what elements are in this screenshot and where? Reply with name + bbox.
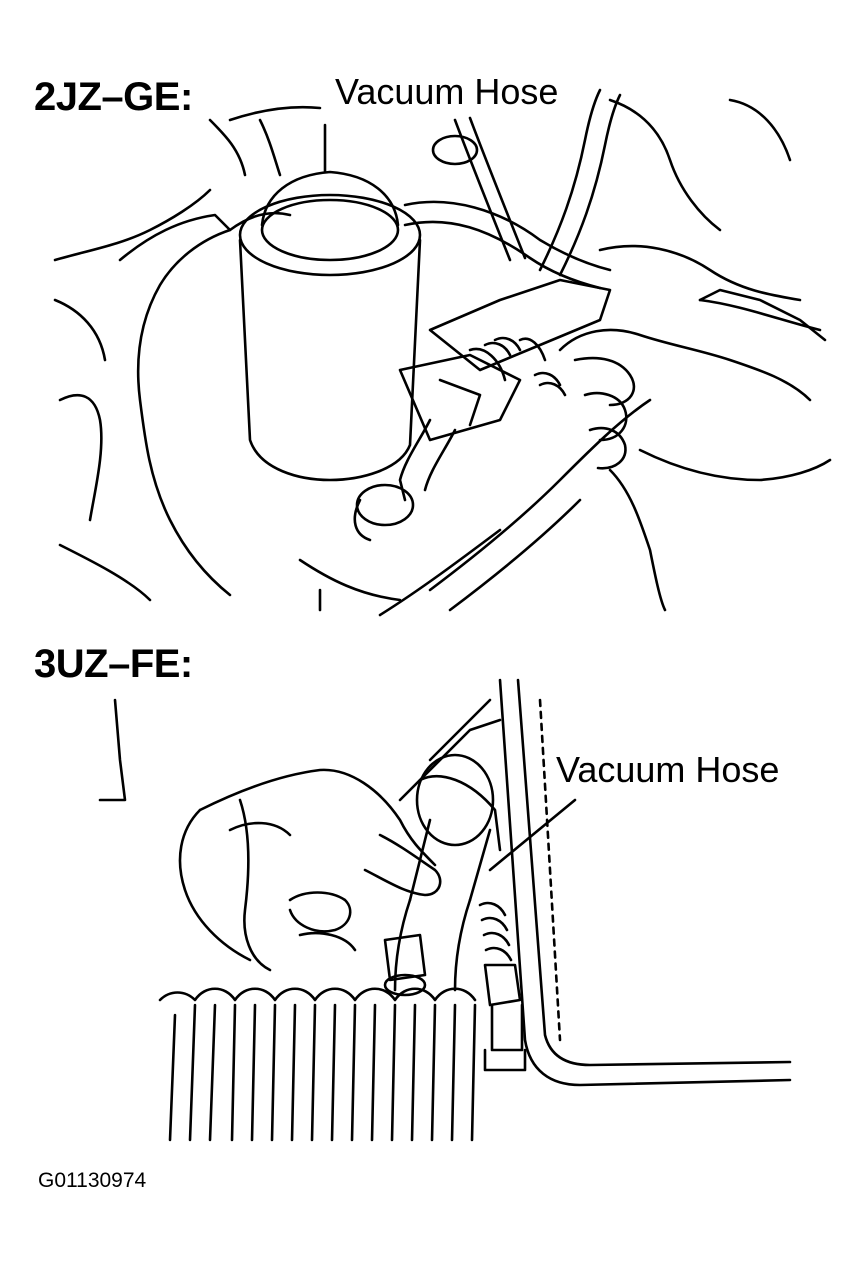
panel-heading: 3UZ–FE:: [34, 642, 193, 686]
panel-heading: 2JZ–GE:: [34, 75, 193, 119]
figure-code: G01130974: [38, 1169, 147, 1192]
vacuum-hose-callout: Vacuum Hose: [556, 749, 780, 790]
illustration-2jz-ge: [53, 88, 832, 617]
illustration-3uz-fe: [98, 678, 792, 1142]
vacuum-hose-callout: Vacuum Hose: [335, 71, 559, 112]
